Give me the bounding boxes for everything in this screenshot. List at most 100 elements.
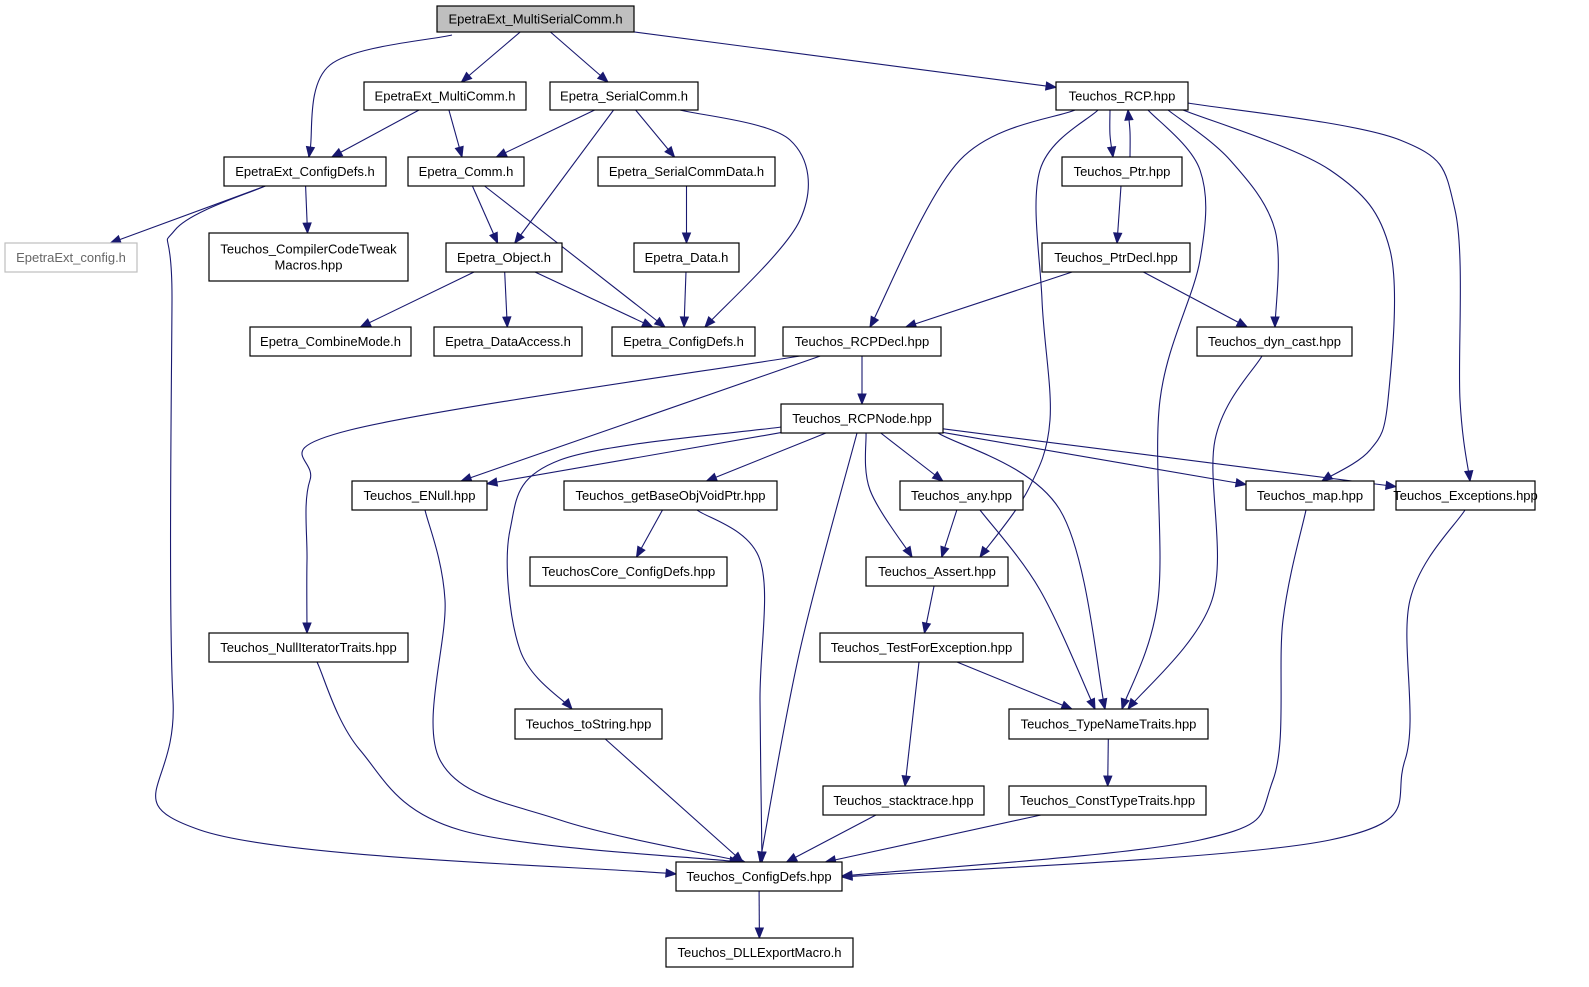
node-ptr[interactable]: Teuchos_Ptr.hpp (1061, 156, 1183, 187)
edge-assert-to-testexc (921, 585, 935, 635)
node-data[interactable]: Epetra_Data.h (633, 242, 740, 273)
node-box (363, 81, 527, 111)
node-box (514, 708, 663, 740)
node-box (665, 937, 854, 968)
edge-comm-to-epconfigdefs (484, 185, 667, 328)
arrow-head-icon (679, 316, 690, 329)
arrow-head-icon (495, 148, 508, 158)
arrow-head-icon (931, 470, 944, 482)
edge-extconfigdefs-to-compilertweak (302, 185, 312, 235)
edge-root-to-multicomm (460, 31, 521, 83)
node-label: Teuchos_TypeNameTraits.hpp (1021, 717, 1197, 732)
node-label: Epetra_Comm.h (419, 164, 514, 179)
node-multicomm[interactable]: EpetraExt_MultiComm.h (363, 81, 527, 111)
arrow-head-icon (1120, 697, 1130, 711)
node-box (249, 326, 412, 357)
edge-root-to-serialcomm (550, 31, 609, 83)
node-label: EpetraExt_MultiComm.h (375, 89, 516, 104)
node-box (208, 632, 409, 663)
edge-ptr-to-rcp (1124, 108, 1134, 158)
node-any[interactable]: Teuchos_any.hpp (899, 480, 1024, 511)
node-label: Teuchos_dyn_cast.hpp (1208, 334, 1341, 349)
node-label: TeuchosCore_ConfigDefs.hpp (542, 564, 715, 579)
node-dyncast[interactable]: Teuchos_dyn_cast.hpp (1196, 326, 1353, 357)
edge-comm-to-object (471, 185, 499, 245)
node-box (819, 632, 1024, 663)
node-label: Teuchos_any.hpp (911, 488, 1012, 503)
graph-nodes: EpetraExt_MultiSerialComm.hEpetraExt_Mul… (4, 5, 1538, 968)
node-box (782, 326, 942, 357)
node-nulliter[interactable]: Teuchos_NullIteratorTraits.hpp (208, 632, 409, 663)
arrow-head-icon (502, 316, 512, 329)
edge-rcpnode-to-tostring (506, 426, 782, 711)
node-enull[interactable]: Teuchos_ENull.hpp (351, 480, 488, 511)
node-box (208, 232, 409, 282)
node-rcpdecl[interactable]: Teuchos_RCPDecl.hpp (782, 326, 942, 357)
edge-rcpnode-to-any (880, 432, 944, 482)
node-label: Teuchos_ConfigDefs.hpp (686, 869, 831, 884)
node-box (633, 242, 740, 273)
node-box (1055, 81, 1189, 111)
node-exceptions[interactable]: Teuchos_Exceptions.hpp (1393, 480, 1538, 511)
node-map[interactable]: Teuchos_map.hpp (1245, 480, 1375, 511)
node-getbase[interactable]: Teuchos_getBaseObjVoidPtr.hpp (563, 480, 778, 511)
graph-edges (109, 31, 1474, 940)
node-combinemode[interactable]: Epetra_CombineMode.h (249, 326, 412, 357)
node-root[interactable]: EpetraExt_MultiSerialComm.h (436, 5, 635, 33)
node-box (1008, 785, 1207, 816)
node-label: EpetraExt_ConfigDefs.h (235, 164, 374, 179)
node-box (597, 156, 776, 187)
node-assert[interactable]: Teuchos_Assert.hpp (865, 556, 1009, 587)
edge-exceptions-to-teuchosconfig (840, 509, 1466, 881)
arrow-head-icon (1044, 81, 1058, 91)
arrow-head-icon (302, 622, 312, 635)
edge-root-to-rcp (633, 31, 1058, 91)
arrow-head-icon (330, 147, 344, 158)
node-extconfig[interactable]: EpetraExt_config.h (4, 242, 138, 273)
node-label: Teuchos_stacktrace.hpp (833, 793, 973, 808)
node-testexc[interactable]: Teuchos_TestForException.hpp (819, 632, 1024, 663)
node-label: Teuchos_DLLExportMacro.h (677, 945, 841, 960)
node-label: Teuchos_Assert.hpp (878, 564, 996, 579)
node-label: Epetra_DataAccess.h (445, 334, 571, 349)
node-typename[interactable]: Teuchos_TypeNameTraits.hpp (1008, 708, 1209, 740)
arrow-head-icon (681, 232, 692, 245)
node-extconfigdefs[interactable]: EpetraExt_ConfigDefs.h (223, 156, 387, 187)
node-dataaccess[interactable]: Epetra_DataAccess.h (433, 326, 583, 357)
arrow-head-icon (785, 852, 799, 863)
node-epconfigdefs[interactable]: Epetra_ConfigDefs.h (611, 326, 756, 357)
node-box (351, 480, 488, 511)
edge-tostring-to-teuchosconfig (604, 738, 744, 863)
node-label: Epetra_Data.h (645, 250, 729, 265)
node-rcp[interactable]: Teuchos_RCP.hpp (1055, 81, 1189, 111)
node-coreconfig[interactable]: TeuchosCore_ConfigDefs.hpp (529, 556, 728, 587)
node-teuchosconfig[interactable]: Teuchos_ConfigDefs.hpp (675, 861, 843, 892)
arrow-head-icon (979, 545, 990, 559)
node-label: Teuchos_NullIteratorTraits.hpp (220, 640, 397, 655)
node-dllexport[interactable]: Teuchos_DLLExportMacro.h (665, 937, 854, 968)
node-box (1041, 242, 1191, 273)
arrow-head-icon (1270, 316, 1280, 329)
arrow-head-icon (1060, 700, 1074, 710)
arrow-head-icon (731, 851, 744, 863)
node-tostring[interactable]: Teuchos_toString.hpp (514, 708, 663, 740)
node-serialcommdata[interactable]: Epetra_SerialCommData.h (597, 156, 776, 187)
node-box (611, 326, 756, 357)
arrow-head-icon (705, 472, 719, 482)
node-comm[interactable]: Epetra_Comm.h (407, 156, 525, 187)
edge-rcpnode-to-getbase (705, 432, 827, 482)
node-consttype[interactable]: Teuchos_ConstTypeTraits.hpp (1008, 785, 1207, 816)
node-serialcomm[interactable]: Epetra_SerialComm.h (549, 81, 699, 111)
edge-data-to-epconfigdefs (679, 271, 690, 329)
node-rcpnode[interactable]: Teuchos_RCPNode.hpp (780, 403, 944, 434)
edge-ptr-to-ptrdecl (1113, 185, 1123, 245)
node-box (865, 556, 1009, 587)
edge-getbase-to-teuchosconfig (696, 509, 767, 864)
node-stacktrace[interactable]: Teuchos_stacktrace.hpp (822, 785, 985, 816)
edge-rcpnode-to-exceptions (942, 428, 1398, 491)
node-object[interactable]: Epetra_Object.h (445, 242, 563, 273)
node-label: Teuchos_PtrDecl.hpp (1054, 250, 1178, 265)
arrow-head-icon (1384, 480, 1398, 491)
node-ptrdecl[interactable]: Teuchos_PtrDecl.hpp (1041, 242, 1191, 273)
